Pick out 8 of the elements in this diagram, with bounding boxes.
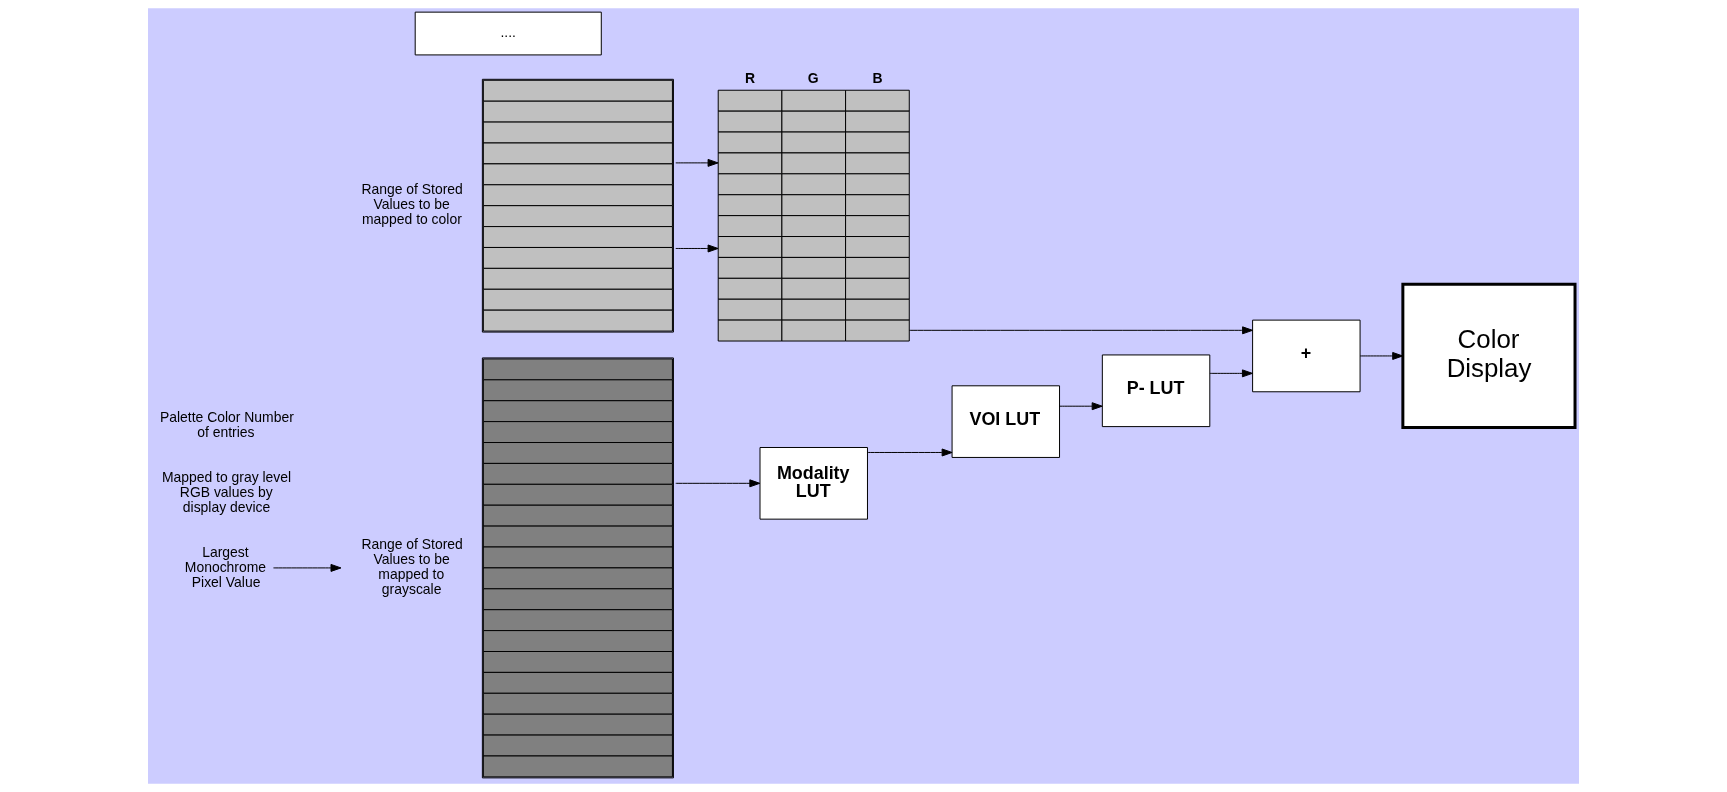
- node-label: G: [807, 70, 819, 87]
- label: Mapped to gray level RGB values by display device: [161, 469, 292, 515]
- node-text: Largest Monochrome Pixel Value: [184, 543, 267, 590]
- node-label: R: [745, 70, 756, 87]
- label: Palette Color Number of entries: [159, 408, 294, 440]
- node-label: Range of Stored Values to be mapped to color: [361, 181, 463, 228]
- node-label: B: [872, 70, 883, 87]
- node-label: Range of Stored Values to be mapped to grayscale: [361, 536, 463, 597]
